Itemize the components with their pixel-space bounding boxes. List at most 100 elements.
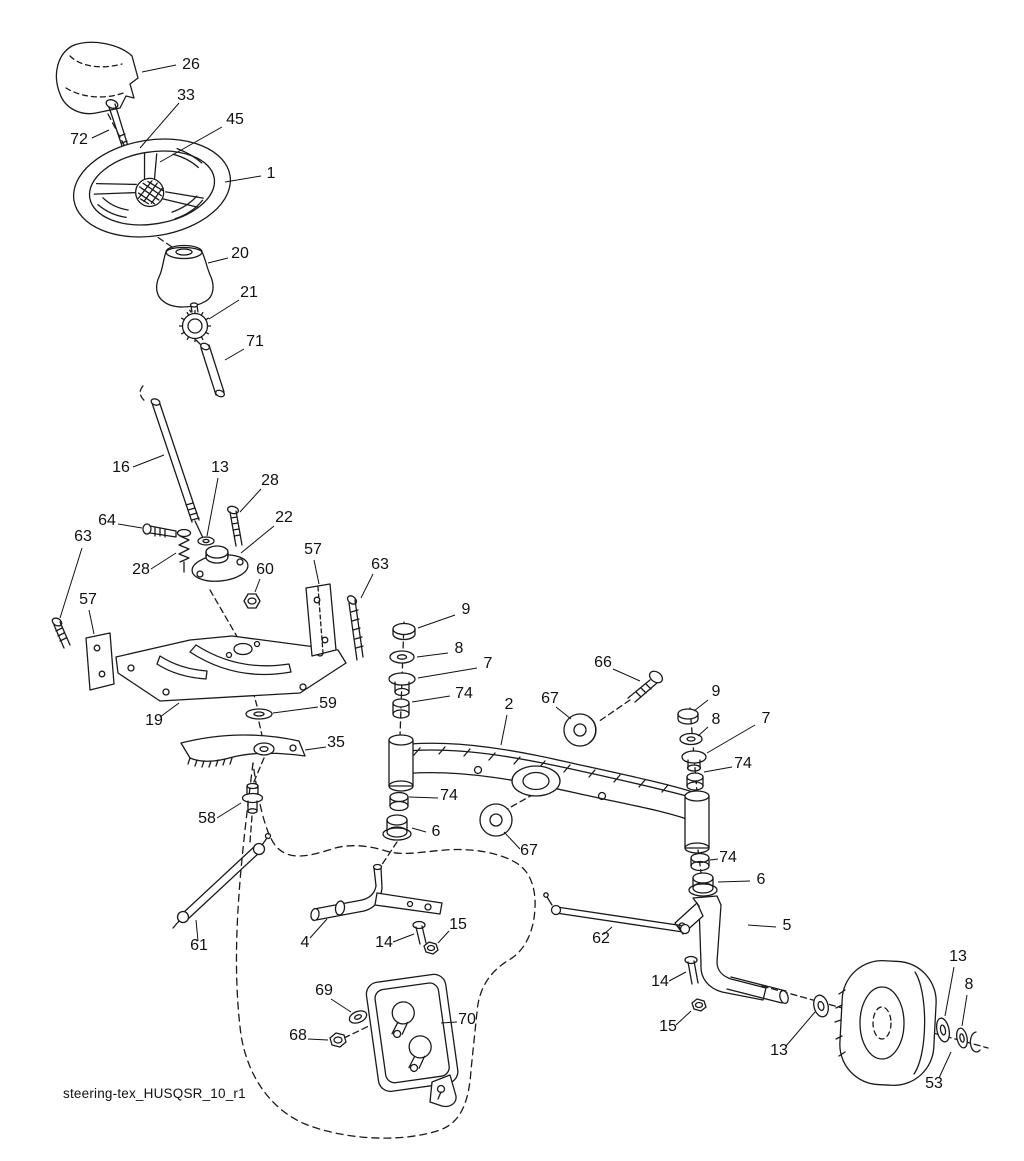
callout-16: 16 — [112, 459, 130, 476]
leader-line-64 — [117, 523, 143, 529]
washer-13-upper — [197, 536, 215, 546]
callout-74: 74 — [734, 755, 752, 772]
leader-line-35 — [304, 746, 327, 751]
callout-14: 14 — [375, 934, 393, 951]
leader-line-63 — [59, 547, 83, 619]
screw-63-left — [51, 617, 71, 649]
washer-8 — [389, 650, 415, 664]
callout-28: 28 — [132, 561, 150, 578]
gear-teeth — [178, 309, 212, 343]
callout-6: 6 — [432, 823, 441, 840]
leader-line-1 — [224, 175, 262, 183]
callout-7: 7 — [484, 655, 493, 672]
callout-8: 8 — [455, 640, 464, 657]
washer-13-hub — [813, 994, 829, 1018]
leader-line-28 — [239, 488, 262, 513]
axle-right-sleeve — [684, 790, 710, 854]
washers-below-right — [688, 852, 718, 897]
callout-62: 62 — [592, 930, 610, 947]
callout-26: 26 — [182, 56, 200, 73]
keyhole-bracket — [365, 973, 459, 1092]
leader-line-33 — [139, 102, 180, 149]
diagram-caption: steering-tex_HUSQSR_10_r1 — [63, 1086, 246, 1101]
callout-74: 74 — [455, 685, 473, 702]
callout-67: 67 — [520, 842, 538, 859]
leader-line-16 — [132, 454, 165, 468]
leader-line-74 — [408, 796, 439, 799]
callout-74: 74 — [440, 787, 458, 804]
callout-7: 7 — [762, 710, 771, 727]
leader-line-20 — [207, 257, 229, 264]
callout-53: 53 — [925, 1075, 943, 1092]
leader-line-57 — [88, 609, 95, 635]
leader-line-67 — [503, 831, 521, 850]
leader-line-74 — [411, 695, 451, 703]
leader-line-28 — [150, 552, 177, 570]
leader-line-13 — [206, 477, 219, 537]
bolt-14-right — [684, 955, 699, 985]
callout-21: 21 — [240, 284, 258, 301]
screw-63-right — [346, 595, 364, 661]
leader-line-21 — [208, 299, 240, 320]
washer-stack-left — [388, 622, 416, 719]
leader-line-68 — [307, 1038, 329, 1041]
leader-line-7 — [706, 724, 756, 754]
retainer-ring-53 — [969, 1031, 981, 1053]
leader-line-59 — [272, 706, 319, 714]
callout-35: 35 — [327, 734, 345, 751]
leader-line-6 — [717, 880, 751, 883]
callout-74: 74 — [719, 849, 737, 866]
axle-left-sleeve — [388, 734, 414, 792]
callout-60: 60 — [256, 561, 274, 578]
callout-58: 58 — [198, 810, 216, 827]
bolt-14-left — [412, 920, 427, 945]
keyhole-bracket-flange — [429, 1074, 457, 1108]
leader-line-26 — [141, 64, 177, 73]
callout-2: 2 — [505, 696, 514, 713]
callout-22: 22 — [275, 509, 293, 526]
callout-13: 13 — [770, 1042, 788, 1059]
callout-67: 67 — [541, 690, 559, 707]
shaft-71 — [199, 342, 226, 398]
leader-line-45 — [159, 126, 223, 163]
callout-13: 13 — [949, 948, 967, 965]
tie-rod — [543, 892, 691, 935]
callout-57: 57 — [79, 591, 97, 608]
leader-line-62 — [603, 926, 613, 935]
washers-below-left — [382, 791, 412, 841]
steering-plate — [115, 635, 347, 702]
shoulder-bolt-58 — [241, 782, 264, 814]
wheel-hub — [135, 177, 165, 208]
callout-69: 69 — [315, 982, 333, 999]
sector-gear — [180, 734, 306, 768]
washer-59 — [245, 708, 273, 720]
bracket-57-left — [85, 632, 115, 691]
callout-28: 28 — [261, 472, 279, 489]
leader-line-69 — [330, 998, 352, 1013]
callout-68: 68 — [289, 1027, 307, 1044]
callout-13: 13 — [211, 459, 229, 476]
callout-15: 15 — [659, 1018, 677, 1035]
bolt-64 — [142, 523, 177, 538]
washer-69 — [348, 1010, 368, 1024]
leader-line-7 — [417, 667, 478, 679]
callout-45: 45 — [226, 111, 244, 128]
leader-line-15 — [437, 930, 450, 944]
wheel-tire — [834, 960, 937, 1086]
leader-line-4 — [309, 918, 328, 939]
steering-boot — [156, 244, 214, 308]
callout-64: 64 — [98, 512, 116, 529]
axle-center-boss — [511, 765, 561, 797]
callout-15: 15 — [449, 916, 467, 933]
callout-66: 66 — [594, 654, 612, 671]
washer-8 — [679, 732, 703, 746]
steering-gear — [178, 302, 212, 343]
callout-70: 70 — [458, 1011, 476, 1028]
callout-57: 57 — [304, 541, 322, 558]
frame-fragment — [55, 41, 139, 115]
callout-20: 20 — [231, 245, 249, 262]
steering-shaft — [150, 398, 204, 539]
callout-8: 8 — [712, 711, 721, 728]
callout-59: 59 — [319, 695, 337, 712]
